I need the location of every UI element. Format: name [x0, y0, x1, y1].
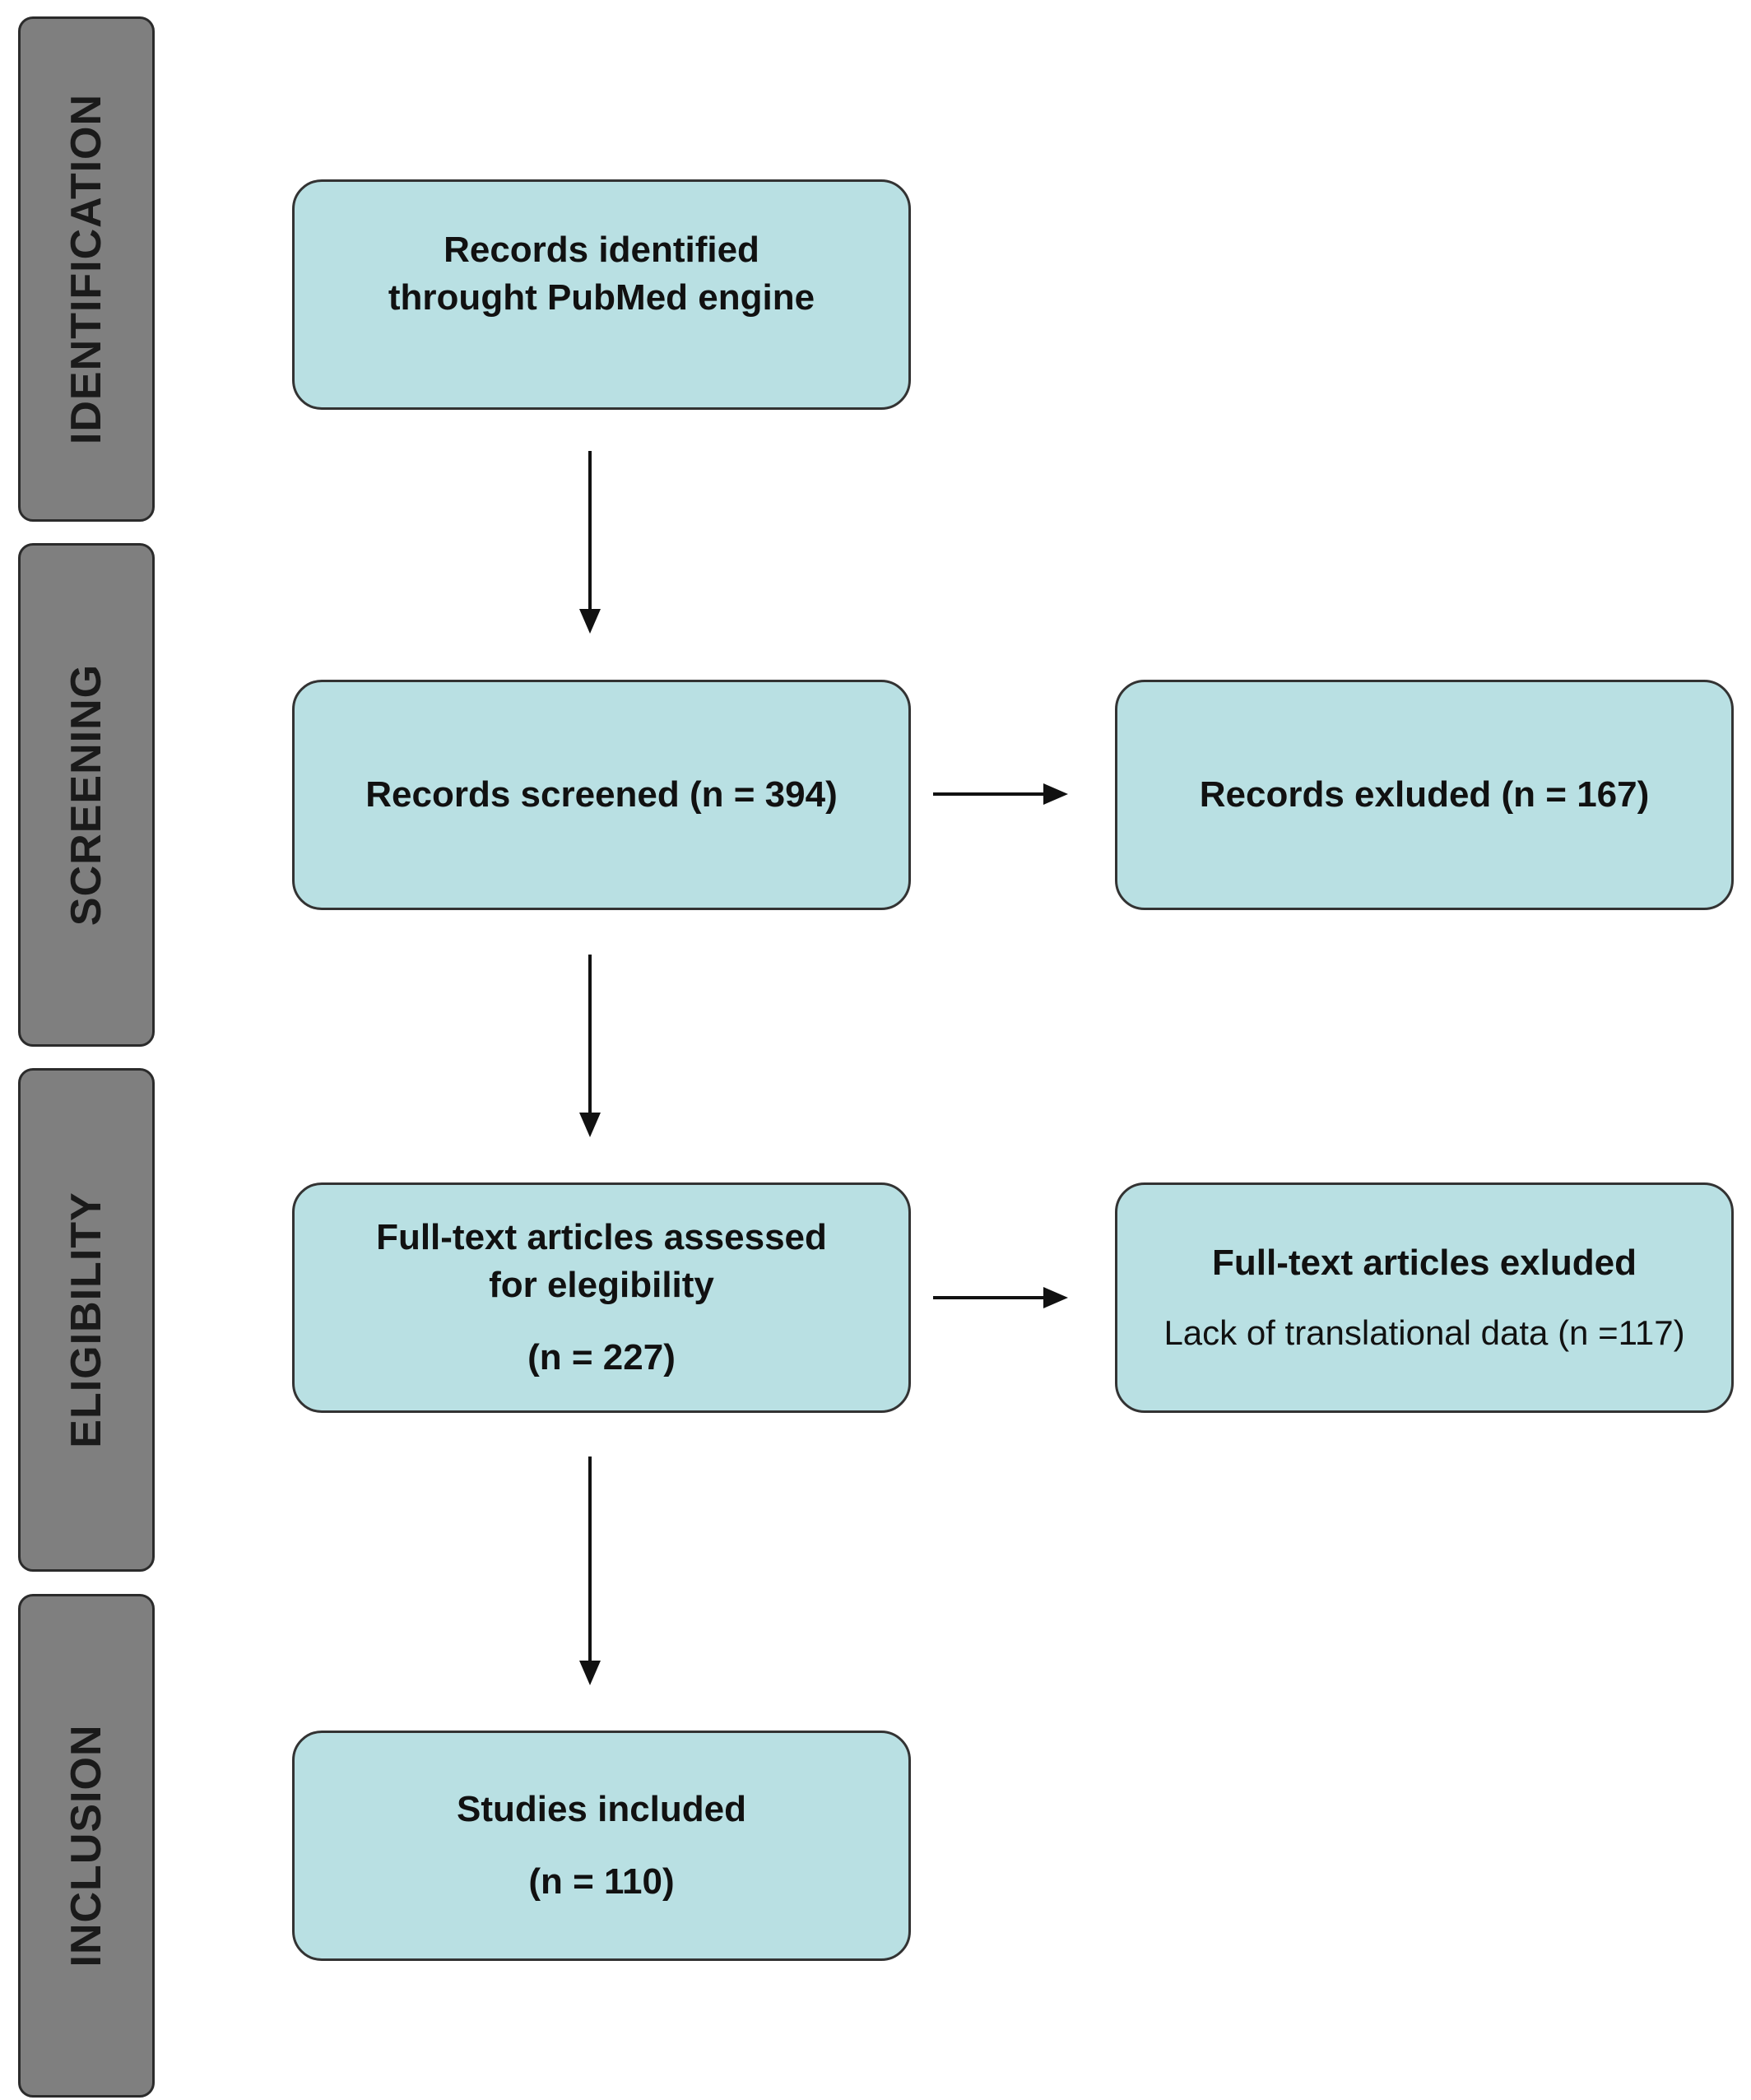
- box-records-screened: Records screened (n = 394): [292, 680, 911, 910]
- arrow-screened-to-fulltext: [579, 955, 601, 1137]
- stage-inclusion: INCLUSION: [18, 1594, 155, 2098]
- arrow-screened-to-excluded: [933, 783, 1068, 805]
- records-identified-line1: Records identified: [444, 230, 759, 270]
- stage-identification: IDENTIFICATION: [18, 16, 155, 522]
- fulltext-assessed-count: (n = 227): [527, 1337, 676, 1378]
- box-fulltext-assessed: Full-text articles assessed for elegibil…: [292, 1182, 911, 1413]
- studies-included-text: Studies included: [456, 1789, 747, 1829]
- stage-label-inclusion: INCLUSION: [63, 1724, 110, 1968]
- stage-label-eligibility: ELIGIBILITY: [63, 1192, 110, 1448]
- stage-screening: SCREENING: [18, 543, 155, 1047]
- box-records-excluded: Records exluded (n = 167): [1115, 680, 1734, 910]
- box-records-identified: Records identified throught PubMed engin…: [292, 179, 911, 410]
- records-excluded-text: Records exluded (n = 167): [1199, 774, 1650, 815]
- fulltext-excluded-reason: Lack of translational data (n =117): [1163, 1313, 1685, 1352]
- arrow-fulltext-to-fulltext-excluded: [933, 1287, 1068, 1308]
- records-screened-text: Records screened (n = 394): [365, 774, 838, 815]
- fulltext-assessed-line1: Full-text articles assessed: [376, 1217, 827, 1257]
- stage-eligibility: ELIGIBILITY: [18, 1068, 155, 1572]
- fulltext-assessed-line2: for elegibility: [489, 1265, 714, 1305]
- stage-label-identification: IDENTIFICATION: [63, 93, 110, 445]
- arrow-fulltext-to-included: [579, 1457, 601, 1685]
- studies-included-count: (n = 110): [528, 1861, 675, 1902]
- box-studies-included: Studies included (n = 110): [292, 1731, 911, 1961]
- box-fulltext-excluded: Full-text articles exluded Lack of trans…: [1115, 1182, 1734, 1413]
- records-identified-line2: throught PubMed engine: [388, 277, 815, 318]
- stage-label-screening: SCREENING: [63, 663, 110, 927]
- fulltext-excluded-title: Full-text articles exluded: [1212, 1243, 1637, 1283]
- arrow-identified-to-screened: [579, 451, 601, 634]
